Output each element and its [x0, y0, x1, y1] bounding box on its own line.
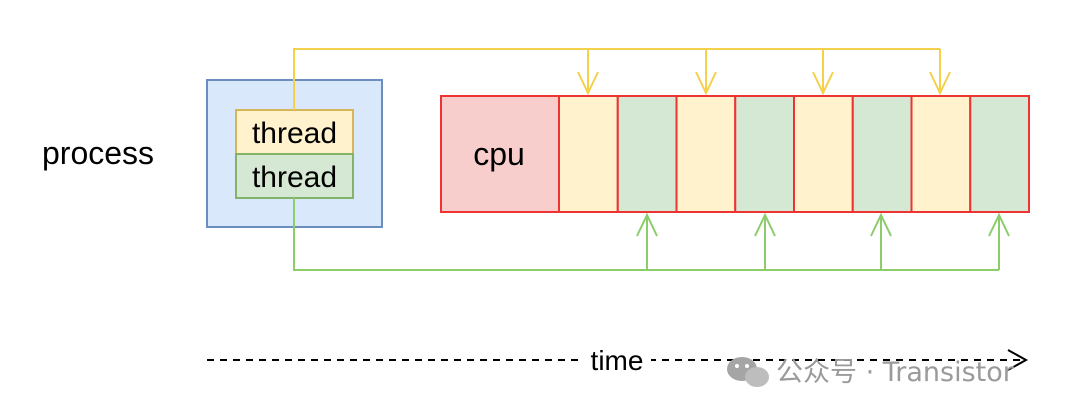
- time-label: time: [591, 345, 644, 376]
- yellow-arrow-3: [812, 49, 834, 96]
- thread-box-yellow: [235, 109, 354, 155]
- watermark: 公众号 · Transistor: [727, 357, 1015, 388]
- green-arrow-2: [754, 212, 776, 270]
- yellow-arrow-1: [577, 49, 599, 96]
- thread-label-top: thread: [252, 117, 337, 150]
- yellow-arrow-2: [695, 49, 717, 96]
- cpu-box: [440, 95, 560, 213]
- green-arrow-1: [636, 212, 658, 270]
- yellow-arrow-4: [929, 49, 951, 96]
- green-arrow-3: [870, 212, 892, 270]
- yellow-arrow-connector: [293, 48, 951, 110]
- yellow-connector-line: [293, 48, 940, 110]
- watermark-text: 公众号 · Transistor: [776, 357, 1015, 388]
- cpu-label: cpu: [473, 136, 525, 172]
- cpu-slot-green: [969, 95, 1030, 213]
- wechat-icon: [727, 357, 769, 387]
- cpu-slot-green: [734, 95, 795, 213]
- green-arrow-connector: [293, 198, 1010, 271]
- cpu-slot-yellow: [910, 95, 972, 213]
- green-arrow-4: [988, 212, 1010, 270]
- cpu-slot-green: [851, 95, 913, 213]
- process-label: process: [42, 135, 154, 171]
- cpu-time-slots: [558, 95, 1030, 213]
- time-label-backdrop: [583, 345, 651, 375]
- thread-label-bottom: thread: [252, 161, 337, 194]
- cpu-slot-yellow: [558, 95, 619, 213]
- cpu-slot-yellow: [793, 95, 854, 213]
- time-axis: time: [207, 345, 1029, 376]
- time-axis-arrowhead: [1007, 349, 1029, 371]
- cpu-slot-yellow: [675, 95, 737, 213]
- cpu-slot-green: [616, 95, 678, 213]
